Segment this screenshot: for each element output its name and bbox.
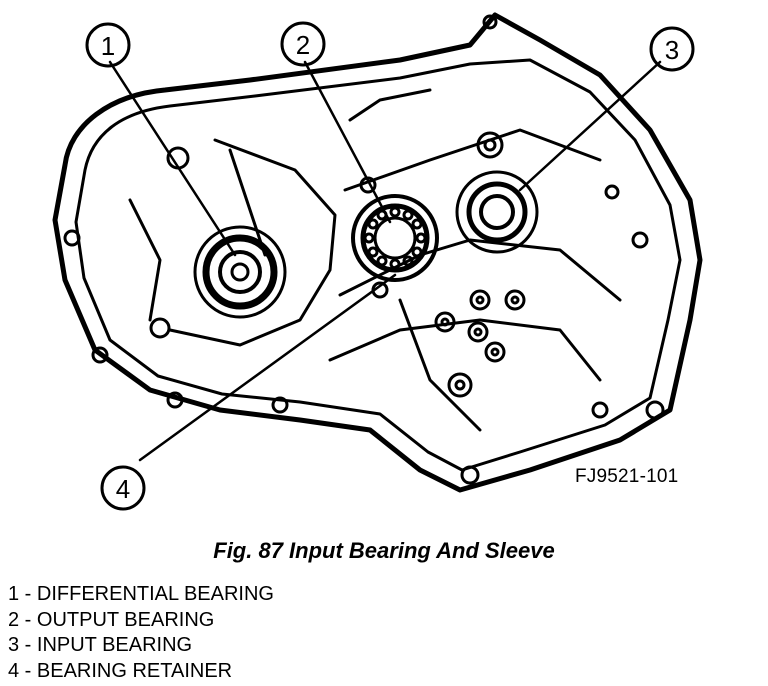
callout-number-1: 1 (101, 31, 115, 61)
figure-caption: Fig. 87 Input Bearing And Sleeve (213, 538, 555, 563)
shift-boss-cluster (149, 289, 526, 398)
input-bearing-drawing (455, 170, 539, 254)
output-bearing-drawing (351, 176, 439, 299)
differential-bearing-drawing (193, 225, 287, 319)
case-inner-outline (74, 58, 682, 472)
legend-item-3: 3 - INPUT BEARING (8, 634, 193, 656)
legend-item-4: 4 - BEARING RETAINER (8, 659, 233, 682)
figure-reference-code: FJ9521-101 (575, 466, 679, 487)
transaxle-case-illustration: 1 2 3 4 (52, 12, 703, 511)
callout-leader-lines (108, 60, 662, 462)
callout-number-2: 2 (296, 30, 310, 60)
callout-number-3: 3 (665, 35, 679, 65)
legend-item-2: 2 - OUTPUT BEARING (8, 608, 215, 631)
callout-circle-4 (100, 465, 146, 511)
callout-circle-1 (85, 22, 131, 68)
callout-circles (85, 21, 695, 511)
legend-item-1: 1 - DIFFERENTIAL BEARING (8, 583, 274, 605)
callout-legend: 1 - DIFFERENTIAL BEARING 2 - OUTPUT BEAR… (8, 582, 274, 684)
case-outer-outline (52, 12, 703, 493)
callout-circle-2 (280, 21, 326, 67)
callout-circle-3 (649, 26, 695, 72)
callout-number-4: 4 (116, 474, 130, 504)
